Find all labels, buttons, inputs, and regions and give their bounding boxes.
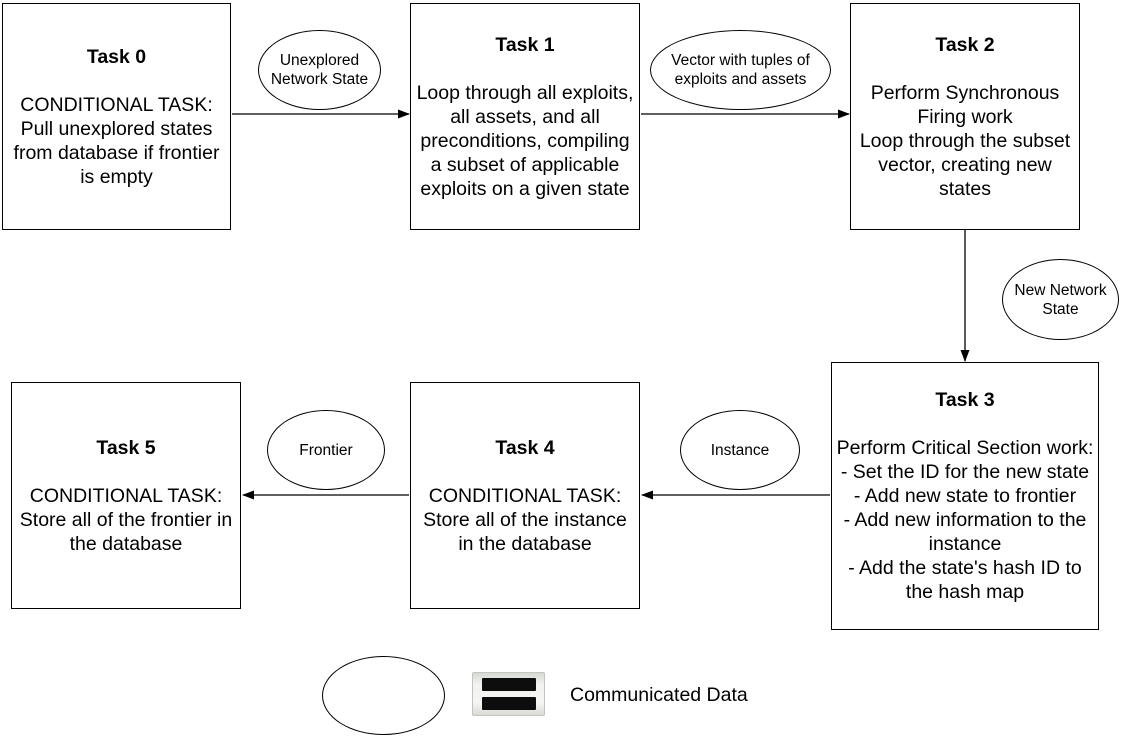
task-5-box: Task 5 CONDITIONAL TASK: Store all of th… (11, 382, 241, 609)
task-0-title: Task 0 (86, 45, 147, 68)
task-2-title: Task 2 (935, 33, 995, 56)
task-5-description: CONDITIONAL TASK: Store all of the front… (19, 484, 233, 555)
data-ellipse-frontier: Frontier (267, 410, 385, 490)
task-1-box: Task 1 Loop through all exploits, all as… (410, 3, 640, 230)
data-ellipse-instance: Instance (680, 410, 800, 490)
legend-ellipse-sample (322, 656, 445, 735)
task-0-description: CONDITIONAL TASK: Pull unexplored states… (13, 93, 220, 188)
task-5-title: Task 5 (96, 436, 156, 459)
data-ellipse-vector-with-tuples: Vector with tuples of exploits and asset… (650, 30, 831, 110)
equals-icon (472, 672, 545, 716)
equals-bar-top (481, 678, 536, 691)
task-3-box: Task 3 Perform Critical Section work: - … (831, 362, 1099, 630)
data-ellipse-unexplored-network-state: Unexplored Network State (258, 30, 381, 110)
task-3-description: Perform Critical Section work: - Set the… (836, 437, 1094, 603)
task-2-description: Perform Synchronous Firing work Loop thr… (859, 81, 1071, 200)
task-1-title: Task 1 (495, 33, 555, 56)
data-ellipse-new-network-state: New Network State (1002, 259, 1119, 340)
legend-label: Communicated Data (570, 684, 748, 706)
task-3-title: Task 3 (935, 389, 995, 411)
task-2-box: Task 2 Perform Synchronous Firing work L… (850, 3, 1080, 230)
task-4-title: Task 4 (495, 436, 555, 459)
task-0-box: Task 0 CONDITIONAL TASK: Pull unexplored… (2, 3, 231, 230)
equals-bar-bottom (481, 697, 536, 710)
task-1-description: Loop through all exploits, all assets, a… (416, 81, 634, 200)
task-4-box: Task 4 CONDITIONAL TASK: Store all of th… (410, 382, 640, 609)
task-4-description: CONDITIONAL TASK: Store all of the insta… (423, 484, 627, 555)
